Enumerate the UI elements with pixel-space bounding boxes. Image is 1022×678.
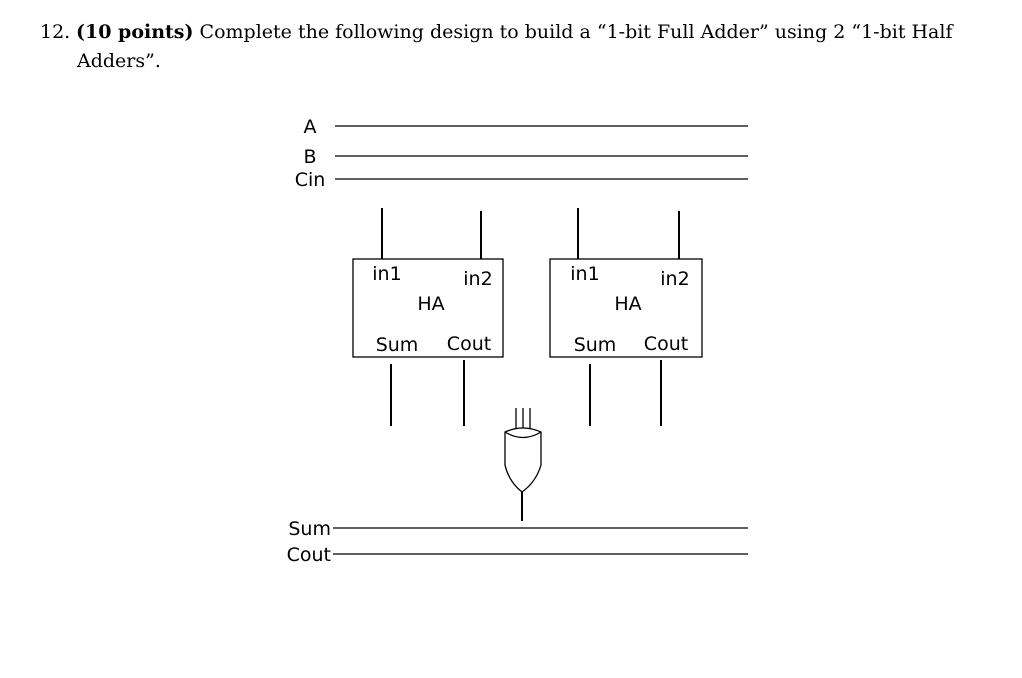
- half-adder-2-in1-label: in1: [570, 263, 599, 285]
- input-label-a: A: [304, 116, 317, 138]
- half-adder-1-name: HA: [417, 293, 444, 315]
- half-adder-2-sum-label: Sum: [574, 334, 617, 356]
- half-adder-2: in1 in2 HA Sum Cout: [549, 258, 703, 358]
- question-body: Complete the following design to build a…: [199, 21, 953, 43]
- output-label-cout: Cout: [287, 544, 331, 566]
- half-adder-1-cout-label: Cout: [447, 333, 491, 355]
- half-adder-1-box: [352, 258, 504, 358]
- question-line-2: Adders”.: [77, 50, 161, 72]
- question-points: (10 points): [76, 21, 194, 43]
- input-label-cin: Cin: [295, 169, 326, 191]
- input-label-b: B: [303, 146, 316, 168]
- half-adder-2-name: HA: [614, 293, 641, 315]
- question-line-1: 12.(10 points) Complete the following de…: [40, 18, 980, 47]
- or-gate-body: [504, 427, 542, 493]
- question-text: 12.(10 points) Complete the following de…: [40, 18, 980, 76]
- or-gate: [504, 408, 542, 521]
- half-adder-1-in2-label: in2: [463, 268, 492, 290]
- half-adder-2-in2-label: in2: [660, 268, 689, 290]
- or-gate-back-curve: [504, 431, 542, 439]
- question-number: 12.: [40, 21, 71, 43]
- half-adder-1-sum-label: Sum: [376, 334, 419, 356]
- half-adder-1-in1-label: in1: [372, 263, 401, 285]
- half-adder-2-cout-label: Cout: [644, 333, 688, 355]
- half-adder-1: in1 in2 HA Sum Cout: [352, 258, 504, 358]
- half-adder-2-box: [549, 258, 703, 358]
- output-label-sum: Sum: [288, 518, 331, 540]
